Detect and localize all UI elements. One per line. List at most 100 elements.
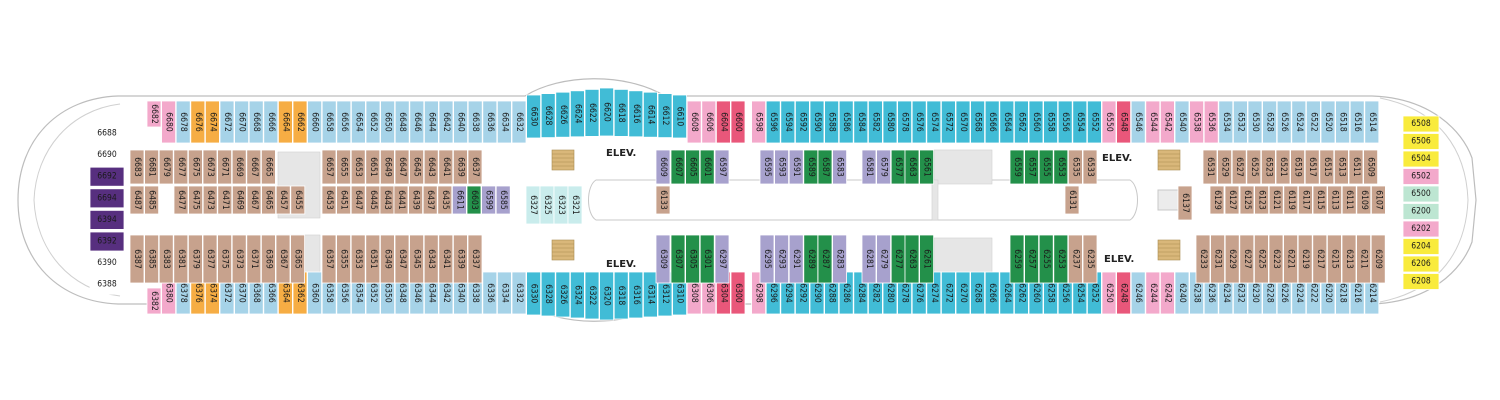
cabin-6244[interactable]: 6244 — [1145, 271, 1161, 315]
cabin-6553[interactable]: 6553 — [1053, 149, 1069, 185]
cabin-6339[interactable]: 6339 — [452, 234, 468, 284]
cabin-6672[interactable]: 6672 — [219, 100, 235, 144]
cabin-6295[interactable]: 6295 — [759, 234, 775, 284]
cabin-6618[interactable]: 6618 — [613, 89, 629, 137]
cabin-6291[interactable]: 6291 — [788, 234, 804, 284]
cabin-6590[interactable]: 6590 — [809, 100, 825, 144]
cabin-6533[interactable]: 6533 — [1082, 149, 1098, 185]
cabin-6532[interactable]: 6532 — [1233, 100, 1248, 144]
cabin-6383[interactable]: 6383 — [158, 234, 174, 284]
cabin-6647[interactable]: 6647 — [394, 149, 410, 185]
cabin-6117[interactable]: 6117 — [1298, 185, 1313, 215]
cabin-6385[interactable]: 6385 — [144, 234, 160, 284]
cabin-6622[interactable]: 6622 — [584, 89, 600, 137]
cabin-6455[interactable]: 6455 — [290, 185, 306, 215]
cabin-6548[interactable]: 6548 — [1116, 100, 1131, 144]
cabin-6375[interactable]: 6375 — [217, 234, 233, 284]
cabin-6341[interactable]: 6341 — [438, 234, 454, 284]
cabin-6321[interactable]: 6321 — [567, 185, 583, 225]
cabin-6516[interactable]: 6516 — [1349, 100, 1365, 144]
cabin-6640[interactable]: 6640 — [453, 100, 469, 144]
cabin-6307[interactable]: 6307 — [670, 234, 686, 284]
cabin-6584[interactable]: 6584 — [853, 100, 869, 144]
cabin-6279[interactable]: 6279 — [876, 234, 891, 284]
cabin-6626[interactable]: 6626 — [555, 91, 571, 138]
cabin-6443[interactable]: 6443 — [379, 185, 395, 215]
cabin-6445[interactable]: 6445 — [365, 185, 381, 215]
cabin-6297[interactable]: 6297 — [714, 234, 730, 284]
cabin-6530[interactable]: 6530 — [1247, 100, 1263, 144]
cabin-6583[interactable]: 6583 — [832, 149, 847, 185]
cabin-6636[interactable]: 6636 — [482, 100, 498, 144]
cabin-6394[interactable]: 6394 — [89, 209, 125, 230]
cabin-6599[interactable]: 6599 — [481, 185, 497, 215]
cabin-6388[interactable]: 6388 — [89, 274, 125, 295]
cabin-6111[interactable]: 6111 — [1341, 185, 1357, 215]
cabin-6509[interactable]: 6509 — [1363, 149, 1378, 185]
cabin-6504[interactable]: 6504 — [1402, 150, 1440, 168]
cabin-6473[interactable]: 6473 — [202, 185, 218, 215]
cabin-6554[interactable]: 6554 — [1072, 100, 1088, 144]
cabin-6637[interactable]: 6637 — [467, 149, 483, 185]
cabin-6676[interactable]: 6676 — [190, 100, 206, 144]
cabin-6451[interactable]: 6451 — [336, 185, 352, 215]
cabin-6225[interactable]: 6225 — [1254, 234, 1269, 284]
cabin-6508[interactable]: 6508 — [1402, 115, 1440, 133]
cabin-6351[interactable]: 6351 — [365, 234, 381, 284]
cabin-6555[interactable]: 6555 — [1038, 149, 1054, 185]
cabin-6653[interactable]: 6653 — [350, 149, 366, 185]
cabin-6121[interactable]: 6121 — [1268, 185, 1284, 215]
cabin-6221[interactable]: 6221 — [1283, 234, 1298, 284]
cabin-6652[interactable]: 6652 — [365, 100, 381, 144]
cabin-6202[interactable]: 6202 — [1402, 220, 1440, 238]
cabin-6248[interactable]: 6248 — [1116, 271, 1131, 315]
cabin-6656[interactable]: 6656 — [336, 100, 352, 144]
cabin-6305[interactable]: 6305 — [685, 234, 700, 284]
cabin-6240[interactable]: 6240 — [1174, 271, 1190, 315]
cabin-6649[interactable]: 6649 — [379, 149, 395, 185]
cabin-6373[interactable]: 6373 — [231, 234, 247, 284]
cabin-6355[interactable]: 6355 — [336, 234, 352, 284]
cabin-6439[interactable]: 6439 — [408, 185, 424, 215]
cabin-6200[interactable]: 6200 — [1402, 203, 1440, 220]
cabin-6692[interactable]: 6692 — [89, 166, 125, 187]
cabin-6231[interactable]: 6231 — [1210, 234, 1225, 284]
cabin-6671[interactable]: 6671 — [217, 149, 233, 185]
cabin-6675[interactable]: 6675 — [187, 149, 203, 185]
cabin-6601[interactable]: 6601 — [699, 149, 715, 185]
cabin-6589[interactable]: 6589 — [803, 149, 819, 185]
cabin-6578[interactable]: 6578 — [897, 100, 912, 144]
cabin-6467[interactable]: 6467 — [246, 185, 262, 215]
cabin-6211[interactable]: 6211 — [1356, 234, 1371, 284]
cabin-6666[interactable]: 6666 — [263, 100, 279, 144]
cabin-6581[interactable]: 6581 — [861, 149, 877, 185]
cabin-6597[interactable]: 6597 — [714, 149, 730, 185]
cabin-6611[interactable]: 6611 — [451, 185, 467, 215]
cabin-6520[interactable]: 6520 — [1320, 100, 1336, 144]
cabin-6323[interactable]: 6323 — [553, 185, 569, 225]
cabin-6235[interactable]: 6235 — [1082, 234, 1098, 284]
cabin-6600[interactable]: 6600 — [730, 100, 746, 144]
cabin-6137[interactable]: 6137 — [1177, 185, 1193, 221]
cabin-6643[interactable]: 6643 — [423, 149, 439, 185]
cabin-6678[interactable]: 6678 — [175, 100, 191, 144]
cabin-6568[interactable]: 6568 — [970, 100, 985, 144]
cabin-6377[interactable]: 6377 — [202, 234, 218, 284]
cabin-6506[interactable]: 6506 — [1402, 133, 1440, 150]
cabin-6529[interactable]: 6529 — [1217, 149, 1232, 185]
cabin-6255[interactable]: 6255 — [1038, 234, 1054, 284]
cabin-6123[interactable]: 6123 — [1254, 185, 1269, 215]
cabin-6475[interactable]: 6475 — [188, 185, 204, 215]
cabin-6261[interactable]: 6261 — [919, 234, 934, 284]
cabin-6219[interactable]: 6219 — [1297, 234, 1313, 284]
cabin-6119[interactable]: 6119 — [1283, 185, 1299, 215]
cabin-6266[interactable]: 6266 — [984, 271, 1000, 315]
cabin-6437[interactable]: 6437 — [422, 185, 438, 215]
cabin-6441[interactable]: 6441 — [393, 185, 409, 215]
cabin-6330[interactable]: 6330 — [526, 271, 541, 316]
cabin-6515[interactable]: 6515 — [1319, 149, 1335, 185]
cabin-6353[interactable]: 6353 — [350, 234, 366, 284]
cabin-6603[interactable]: 6603 — [466, 185, 482, 215]
cabin-6206[interactable]: 6206 — [1402, 255, 1440, 273]
cabin-6562[interactable]: 6562 — [1014, 100, 1029, 144]
